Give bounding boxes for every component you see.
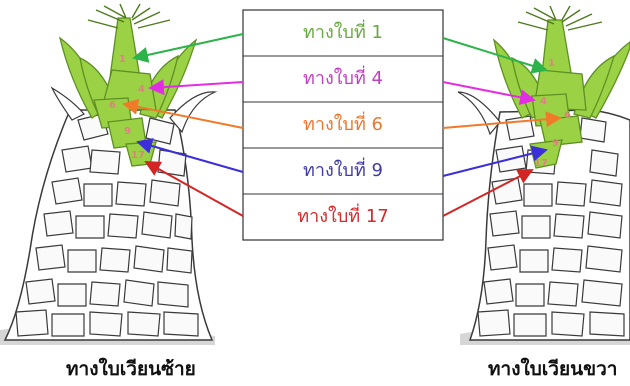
right-leaf-number-4: 4: [540, 96, 547, 107]
label-leaf-4: ทางใบที่ 4: [302, 68, 383, 89]
label-leaf-1: ทางใบที่ 1: [302, 22, 383, 43]
left-leaf-number-4: 4: [138, 84, 145, 95]
left-leaf-number-1: 1: [119, 54, 126, 65]
left-leaf-number-17: 17: [131, 150, 145, 161]
right-arrows: [442, 37, 562, 217]
left-leaf-number-9: 9: [124, 126, 131, 137]
arrow-right-leaf-4: [442, 81, 536, 106]
caption-right-spiral: ทางใบเวียนขวา: [488, 358, 618, 380]
arrow-right-leaf-9: [442, 145, 548, 177]
arrow-left-leaf-1: [132, 33, 244, 63]
arrow-left-leaf-9: [136, 138, 244, 173]
right-palm-illustration: 1 4 6 9 17: [457, 5, 630, 345]
right-leaf-number-6: 6: [564, 110, 571, 121]
arrow-right-leaf-17: [442, 169, 534, 217]
left-arrows: [122, 33, 244, 217]
label-leaf-9: ทางใบที่ 9: [302, 160, 383, 181]
caption-left-spiral: ทางใบเวียนซ้าย: [66, 358, 196, 380]
arrow-right-leaf-1: [442, 37, 548, 74]
left-leaf-number-6: 6: [109, 100, 116, 111]
right-leaf-number-9: 9: [552, 138, 559, 149]
label-leaf-17: ทางใบที่ 17: [297, 206, 389, 227]
arrow-left-leaf-4: [148, 79, 244, 96]
arrow-left-leaf-17: [144, 161, 244, 217]
arrow-right-leaf-6: [442, 111, 562, 129]
label-leaf-6: ทางใบที่ 6: [302, 114, 383, 135]
left-palm-illustration: 1 4 6 9 17: [0, 3, 218, 345]
right-leaf-number-1: 1: [548, 58, 555, 69]
label-box: [242, 9, 444, 241]
right-leaf-number-17: 17: [534, 158, 548, 169]
arrow-left-leaf-6: [122, 98, 244, 129]
